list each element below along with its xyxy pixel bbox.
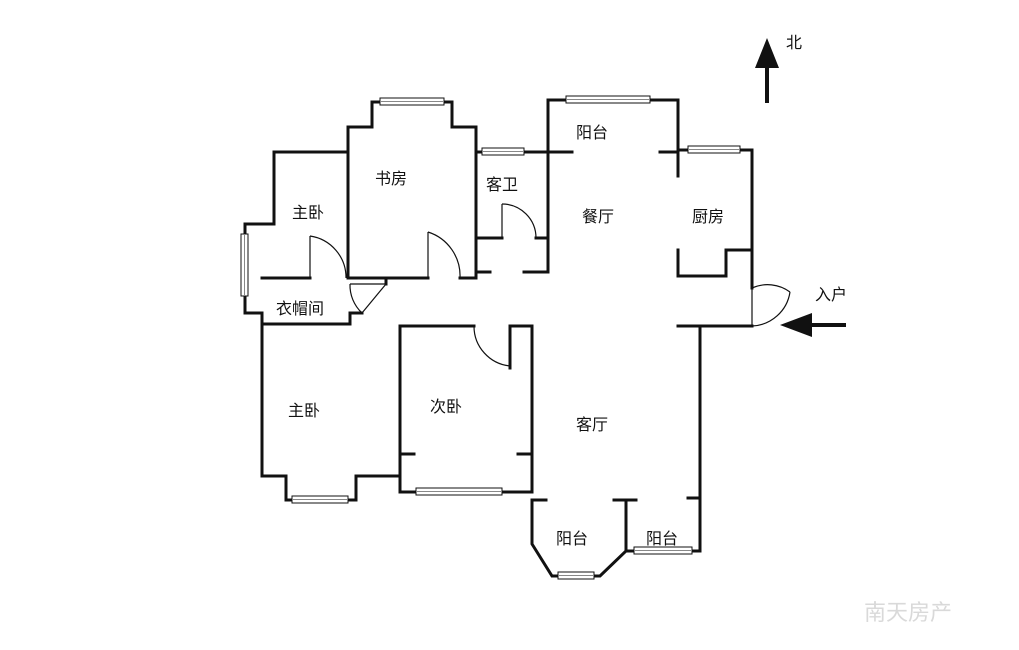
room-label-balcony-south-2: 阳台 (646, 529, 678, 548)
room-label-master-bedroom-2: 主卧 (288, 401, 320, 420)
room-label-second-bedroom: 次卧 (430, 397, 462, 416)
room-label-balcony-north: 阳台 (576, 123, 608, 142)
room-label-living-room: 客厅 (576, 415, 608, 434)
room-label-dining-room: 餐厅 (582, 207, 614, 226)
doors (309, 203, 791, 368)
watermark: 南天房产 (864, 601, 952, 626)
room-label-guest-bath: 客卫 (486, 175, 518, 194)
room-label-cloakroom: 衣帽间 (276, 299, 324, 318)
entrance-arrow-icon (780, 313, 846, 337)
north-arrow-icon (755, 38, 779, 103)
windows (240, 95, 741, 580)
entrance-label: 入户 (815, 285, 847, 304)
room-label-balcony-south-1: 阳台 (556, 529, 588, 548)
walls (243, 98, 754, 578)
room-label-master-bedroom-1: 主卧 (292, 203, 324, 222)
room-label-study: 书房 (375, 169, 407, 188)
compass-north-label: 北 (786, 33, 802, 52)
room-label-kitchen: 厨房 (692, 207, 724, 226)
